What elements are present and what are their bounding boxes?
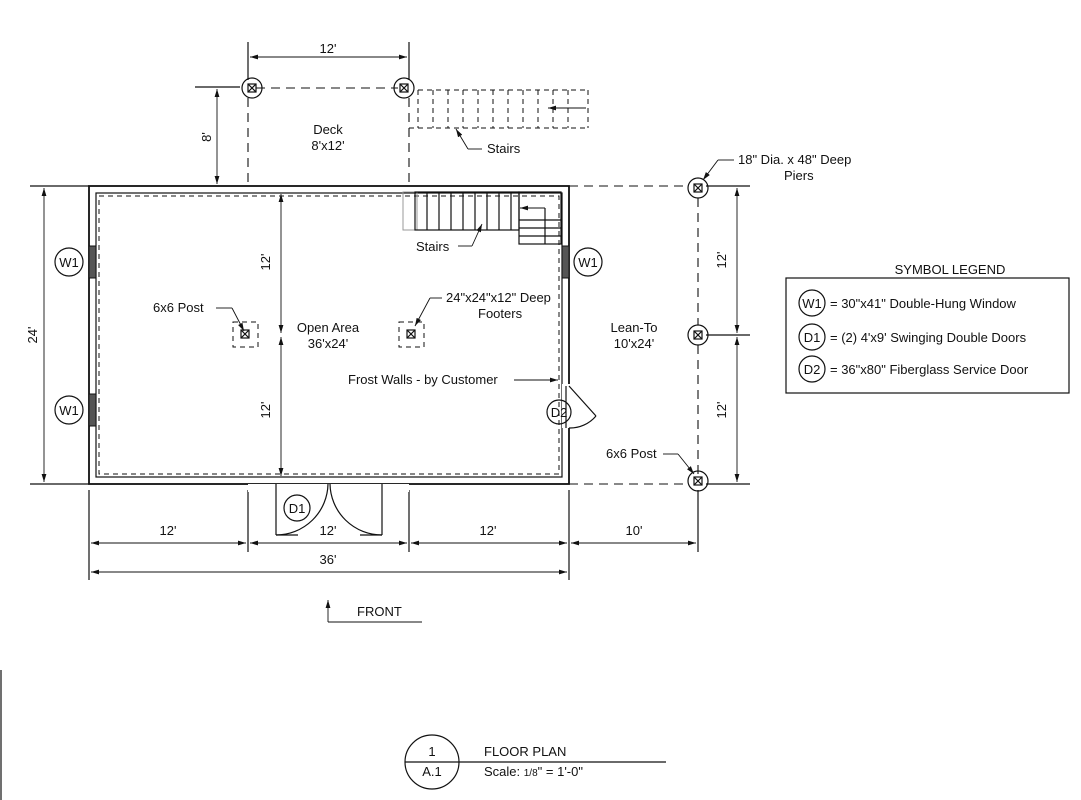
dim-bottom-right: 12' — [480, 523, 497, 538]
deck-name: Deck — [313, 122, 343, 137]
pier-lean-bottom — [687, 470, 709, 492]
open-area-size: 36'x24' — [308, 336, 348, 351]
dim-inner-bottom: 12' — [258, 402, 273, 419]
door-d2: D2 — [546, 384, 597, 429]
front-label: FRONT — [357, 604, 402, 619]
footers-leader — [414, 297, 442, 327]
pier-lean-top — [687, 177, 709, 199]
frost-walls-label: Frost Walls - by Customer — [348, 372, 498, 387]
svg-text:D1: D1 — [804, 330, 821, 345]
extension-lines — [30, 42, 750, 580]
dim-lean-top: 12' — [714, 252, 729, 269]
title-block: 1 A.1 FLOOR PLAN Scale: 1/8" = 1'-0" — [404, 734, 666, 790]
dim-deck-depth: 8' — [199, 132, 214, 142]
drawing-number: 1 — [428, 744, 435, 759]
post-right-label: 6x6 Post — [606, 446, 657, 461]
footers-label-line1: 24"x24"x12" Deep — [446, 290, 551, 305]
lean-to-name: Lean-To — [611, 320, 658, 335]
window-left-bottom: W1 — [54, 393, 97, 427]
open-area-name: Open Area — [297, 320, 360, 335]
door-d1: D1 — [248, 483, 409, 536]
stairs-inner-label: Stairs — [416, 239, 450, 254]
lean-to-size: 10'x24' — [614, 336, 654, 351]
dim-overall-width: 36' — [320, 552, 337, 567]
svg-text:W1: W1 — [59, 255, 79, 270]
dim-bottom-lean: 10' — [626, 523, 643, 538]
lean-to-outline — [569, 185, 699, 485]
svg-text:D2: D2 — [551, 405, 568, 420]
legend-box — [785, 277, 1070, 394]
pier-deck-left — [241, 77, 263, 99]
pier-lean-mid — [687, 324, 709, 346]
dim-lean-bottom: 12' — [714, 402, 729, 419]
post-footer-left — [232, 321, 259, 348]
front-arrow — [325, 600, 422, 623]
post-footer-center — [398, 321, 425, 348]
post-left-label: 6x6 Post — [153, 300, 204, 315]
deck-size: 8'x12' — [311, 138, 344, 153]
svg-text:W1: W1 — [578, 255, 598, 270]
post-right-leader — [663, 453, 695, 475]
building-walls — [88, 185, 570, 485]
window-left-top: W1 — [54, 245, 97, 279]
dim-inner-top: 12' — [258, 254, 273, 271]
piers-note-line2: Piers — [784, 168, 814, 183]
svg-text:D2: D2 — [804, 362, 821, 377]
dim-bottom-mid: 12' — [320, 523, 337, 538]
drawing-title: FLOOR PLAN — [484, 744, 566, 759]
legend-title: SYMBOL LEGEND — [895, 262, 1006, 277]
legend-item-d2: D2 = 36"x80" Fiberglass Service Door — [798, 355, 1029, 383]
stairs-inner-leader — [458, 223, 483, 247]
dim-overall-height: 24' — [25, 327, 40, 344]
pier-deck-right — [393, 77, 415, 99]
legend-item-d1: D1 = (2) 4'x9' Swinging Double Doors — [798, 323, 1027, 351]
drawing-scale: Scale: 1/8" = 1'-0" — [484, 764, 583, 779]
svg-text:W1: W1 — [802, 296, 822, 311]
svg-text:= 30"x41" Double-Hung Window: = 30"x41" Double-Hung Window — [830, 296, 1017, 311]
window-right: W1 — [561, 245, 603, 279]
svg-text:= (2) 4'x9' Swinging Double Do: = (2) 4'x9' Swinging Double Doors — [830, 330, 1027, 345]
deck-outline — [247, 87, 410, 186]
dim-deck-width: 12' — [320, 41, 337, 56]
dim-bottom-left: 12' — [160, 523, 177, 538]
sheet-number: A.1 — [422, 764, 442, 779]
piers-note-leader — [702, 159, 734, 181]
svg-text:W1: W1 — [59, 403, 79, 418]
post-left-leader — [216, 307, 245, 332]
svg-text:D1: D1 — [289, 501, 306, 516]
exterior-stairs — [409, 89, 589, 129]
svg-text:= 36"x80" Fiberglass Service D: = 36"x80" Fiberglass Service Door — [830, 362, 1029, 377]
piers-note-line1: 18" Dia. x 48" Deep — [738, 152, 851, 167]
stairs-top-label: Stairs — [487, 141, 521, 156]
footers-label-line2: Footers — [478, 306, 523, 321]
stairs-top-leader — [455, 128, 482, 150]
interior-stairs — [402, 191, 562, 245]
legend-item-w1: W1 = 30"x41" Double-Hung Window — [798, 289, 1017, 317]
